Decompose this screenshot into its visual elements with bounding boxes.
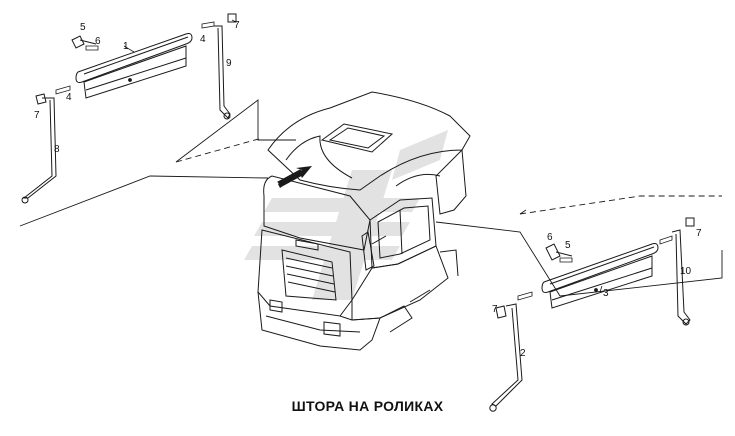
callout-2: 2 [520, 348, 526, 359]
callout-7-left: 7 [34, 110, 40, 121]
rod-2 [489, 303, 523, 412]
callout-7-lower: 7 [492, 304, 498, 315]
callout-6-right: 6 [547, 232, 553, 243]
callout-10: 10 [680, 266, 692, 277]
callout-4-left: 4 [66, 92, 72, 103]
clip-left-7 [35, 93, 47, 105]
clip-right-7 [685, 217, 695, 227]
screw-left-6 [85, 45, 99, 51]
callout-3: 3 [603, 288, 609, 299]
bracket-left [71, 35, 97, 49]
callout-5-left: 5 [80, 22, 86, 33]
screw-left-4 [55, 85, 71, 95]
roller-blind-left [75, 33, 193, 99]
rod-10 [671, 229, 691, 326]
callout-1: 1 [123, 41, 129, 52]
screw-lower-4 [517, 291, 533, 301]
roller-blind-right [541, 243, 659, 309]
callout-6-left: 6 [95, 36, 101, 47]
bracket-right [545, 243, 573, 261]
reference-lines [19, 99, 723, 297]
callout-7-right: 7 [696, 228, 702, 239]
rod-8 [21, 97, 57, 204]
screw-right-6 [559, 257, 573, 263]
screw-right-top-4 [201, 21, 215, 29]
pointer-arrow [278, 166, 312, 188]
leader-lines [123, 19, 603, 293]
callout-4-top: 4 [200, 34, 206, 45]
rod-9 [214, 25, 231, 120]
callout-9: 9 [226, 58, 232, 69]
screw-right-4 [659, 235, 673, 245]
callout-7-top: 7 [234, 20, 240, 31]
diagram-caption: ШТОРА НА РОЛИКАХ [291, 398, 444, 414]
watermark-logo [244, 130, 448, 300]
callout-5-right: 5 [565, 240, 571, 251]
clip-lower-7 [495, 305, 507, 319]
callout-8: 8 [54, 144, 60, 155]
